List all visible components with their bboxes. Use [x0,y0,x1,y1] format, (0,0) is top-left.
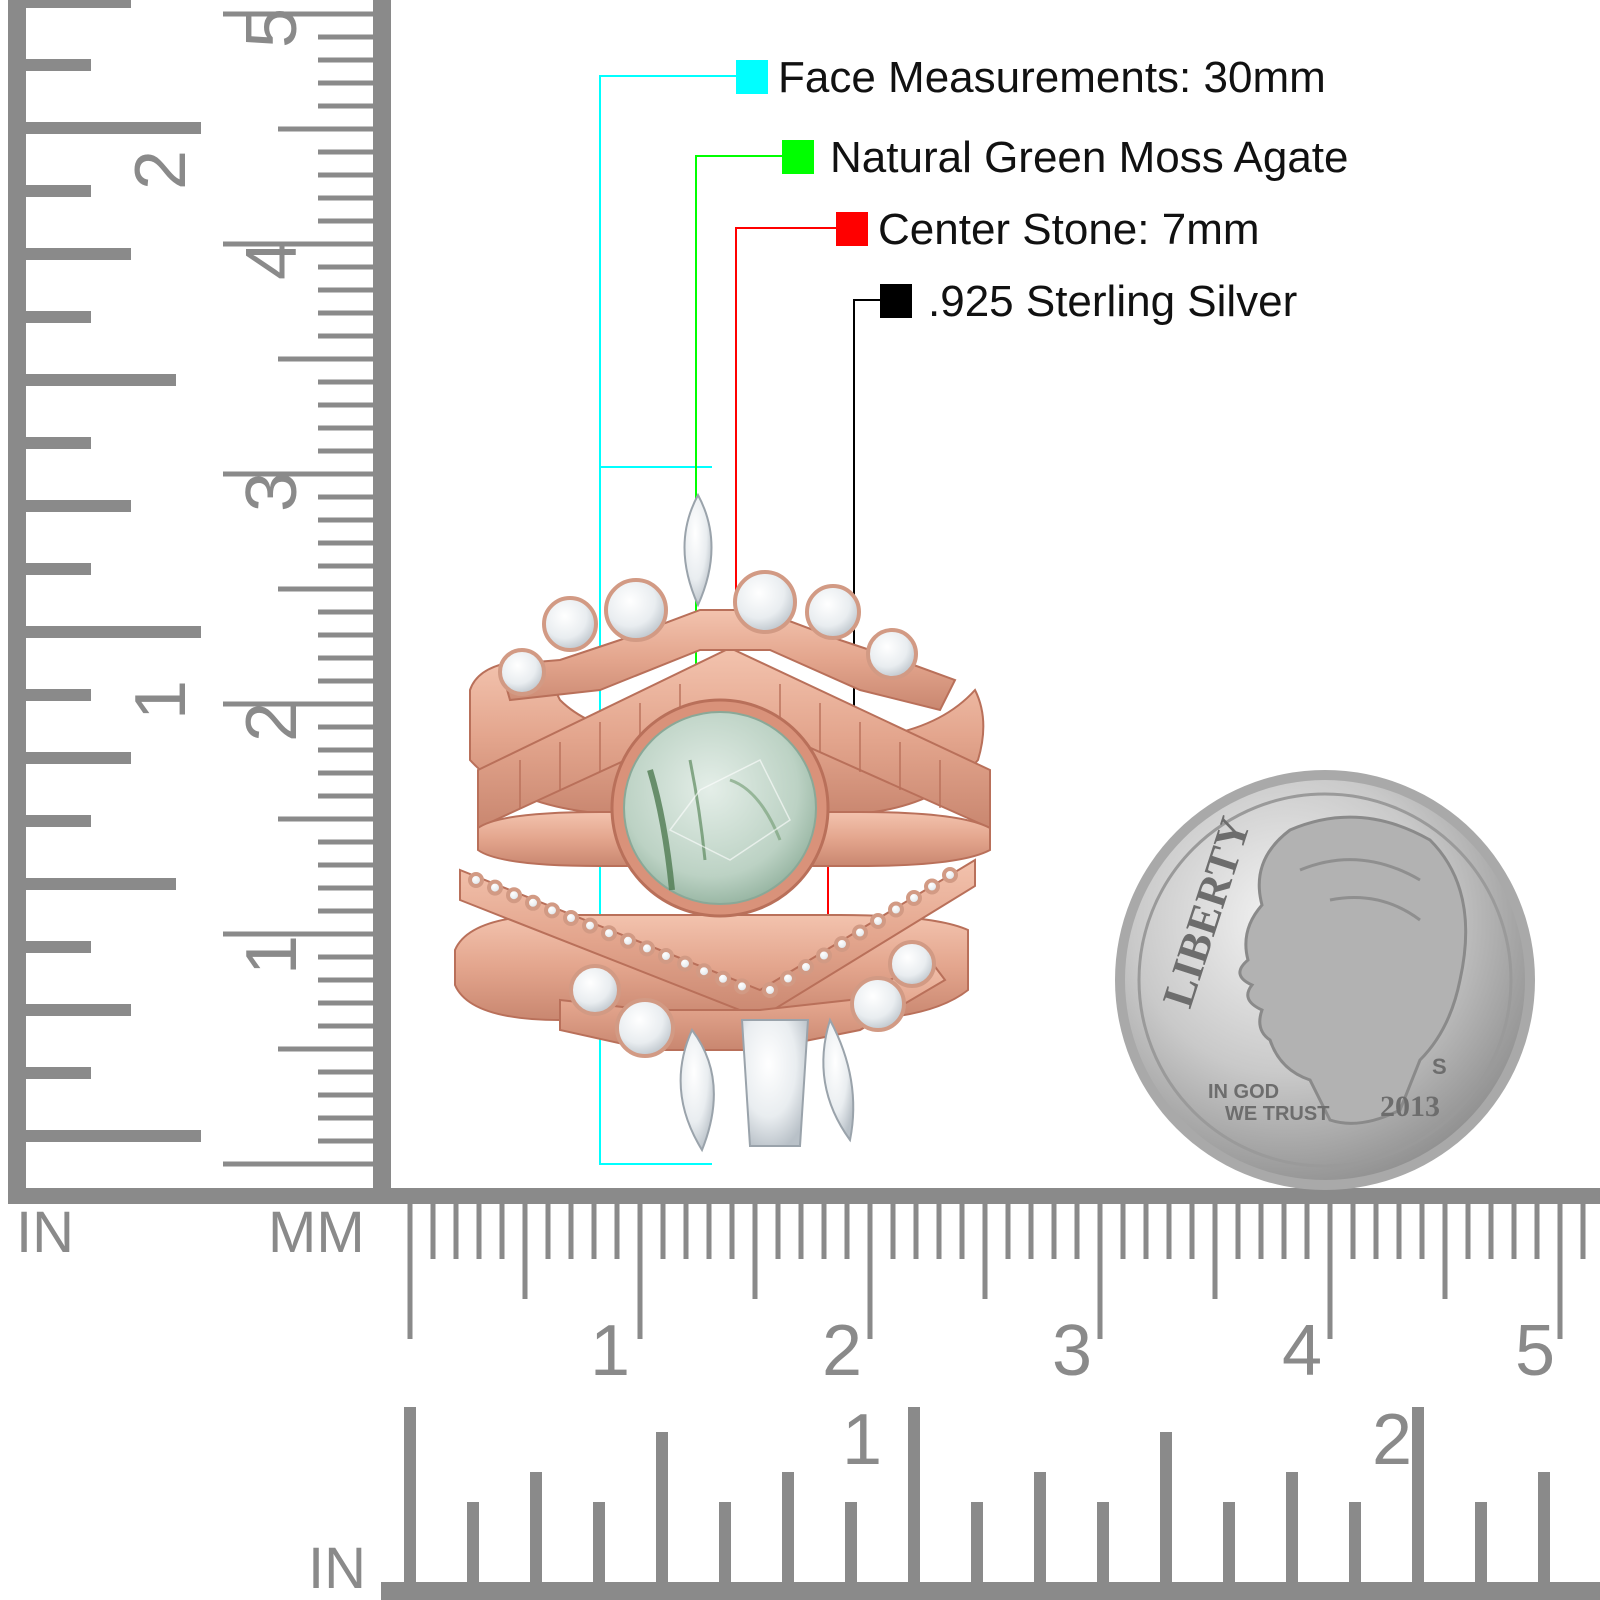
bottom-inch-ticks [404,1407,1550,1582]
ring-set-image [454,492,991,1153]
left-mm-number-2: 2 [232,702,312,742]
pave-stone [734,978,750,995]
pave-stone [620,932,636,949]
bottom-in-number-2: 2 [1372,1400,1412,1480]
pave-stone [544,902,560,919]
face-measurement-label: Face Measurements: 30mm [778,53,1326,102]
left-mm-unit-label: MM [268,1200,365,1265]
bottom-mm-number-3: 3 [1052,1311,1092,1391]
pave-stone [870,913,886,929]
green-legend-swatch [782,140,814,174]
coin-motto-line2: WE TRUST [1225,1103,1329,1125]
coin-mint-mark: S [1432,1054,1447,1079]
bottom-in-unit-label: IN [308,1536,366,1600]
coin-portrait [1238,815,1468,1125]
pave-stone [762,982,778,998]
coin-motto-line1: IN GOD [1208,1081,1279,1103]
bottom-round-stone [888,940,936,988]
callout-center-stone: Center Stone: 7mm [612,205,1260,916]
pave-stone [639,940,655,957]
top-marquise-stone [683,492,713,608]
bottom-mm-ticks [407,1204,1586,1339]
crown-stones [498,570,918,696]
pave-stone [942,867,958,883]
pave-stone [834,936,850,952]
moss-agate-center-stone [610,698,830,918]
bottom-mm-number-4: 4 [1282,1311,1322,1391]
left-in-unit-label: IN [16,1200,74,1265]
crown-round-stone [498,648,546,696]
left-mm-ticks [223,11,373,1167]
crown-round-stone [604,578,668,642]
bottom-ruler: 1 2 3 4 5 1 2 [8,1188,1600,1600]
pave-stone [506,887,522,904]
bottom-baguette-stone [740,1019,810,1147]
left-mm-number-3: 3 [232,472,312,512]
left-in-number-1: 1 [121,680,201,720]
left-inch-ticks [26,0,201,1142]
pave-stone [563,910,579,926]
callout-face-measurement: Face Measurements: 30mm [599,53,1326,1165]
red-legend-swatch [836,212,868,246]
left-mm-number-5: 5 [232,8,312,48]
pave-stone [906,890,922,906]
pave-chevron-band [459,858,976,1020]
pave-stone [658,948,674,964]
bottom-round-stone [615,998,675,1058]
pave-stone [487,879,503,896]
pave-stone [888,901,904,918]
pave-stone [798,959,814,975]
crown-round-stone [805,584,861,640]
pave-stone [696,963,712,980]
pave-stone [852,924,868,941]
pave-stone [715,970,731,987]
left-mm-number-4: 4 [232,240,312,280]
pave-stone [816,947,832,964]
crown-round-stone [542,596,598,652]
pave-stone [582,917,598,934]
metal-label: .925 Sterling Silver [928,277,1297,326]
pave-stones [468,867,958,998]
bottom-round-stone [569,964,621,1016]
bottom-mm-number-1: 1 [590,1311,630,1391]
bottom-marquise-right [822,1017,855,1143]
dime-coin: LIBERTY IN GOD WE TRUST 2013 S [1115,770,1535,1190]
pave-stone [780,970,796,987]
left-mm-number-1: 1 [232,935,312,975]
coin-year: 2013 [1380,1090,1440,1123]
cyan-legend-swatch [736,60,768,94]
pave-stone [601,925,617,942]
left-ruler: 1 2 1 2 3 4 5 [8,0,391,1197]
black-legend-swatch [880,284,912,318]
bottom-mm-number-5: 5 [1515,1311,1555,1391]
pave-stone [525,894,541,911]
bottom-crown-stones [569,940,936,1058]
stone-type-label: Natural Green Moss Agate [830,133,1348,182]
crown-round-stone [866,628,918,680]
spec-callouts: Face Measurements: 30mm Natural Green Mo… [599,53,1348,1165]
pave-stone [468,872,484,888]
bottom-mm-number-2: 2 [822,1311,862,1391]
bottom-round-stone [850,976,906,1032]
bottom-in-number-1: 1 [842,1400,882,1480]
left-in-number-2: 2 [121,150,201,190]
callout-metal: .925 Sterling Silver [853,277,1297,796]
pave-stone [924,878,940,895]
bottom-marquise-left [679,1028,715,1153]
pave-stone [677,955,693,972]
center-stone-label: Center Stone: 7mm [878,205,1260,254]
crown-round-stone [733,570,797,634]
callout-stone-type: Natural Green Moss Agate [695,133,1348,806]
